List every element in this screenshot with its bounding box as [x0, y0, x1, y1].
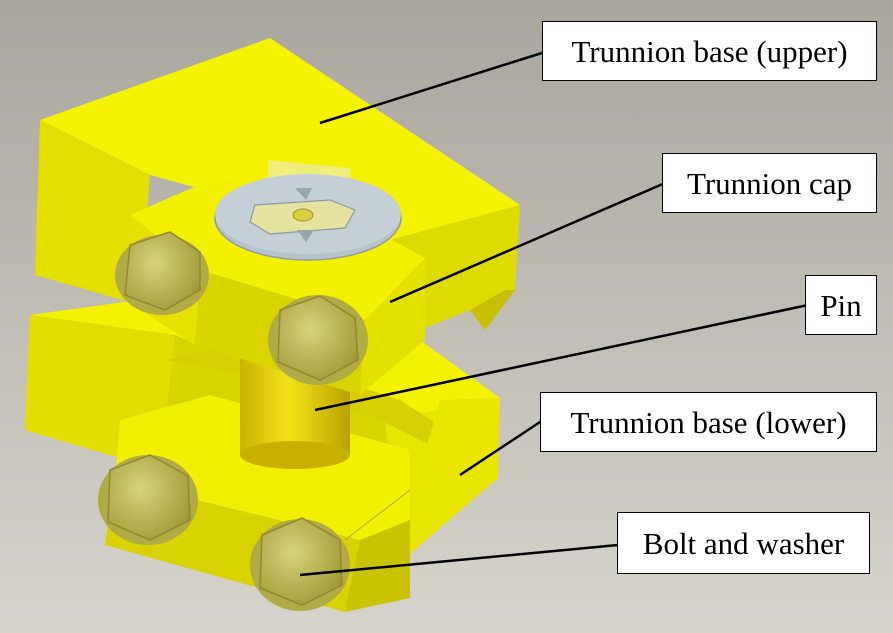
lock-plate [214, 174, 402, 261]
bolt-upper-left [115, 231, 209, 315]
leader-cap [389, 181, 666, 304]
label-trunnion-base-lower: Trunnion base (lower) [540, 392, 877, 452]
leader-lines [299, 50, 809, 577]
leader-bolt [299, 543, 619, 577]
bolt-upper-right [268, 295, 368, 385]
bolt-lower-right [250, 517, 350, 611]
leader-lower-base [459, 418, 544, 477]
leader-pin [314, 303, 809, 412]
label-bolt-and-washer: Bolt and washer [617, 512, 870, 574]
label-pin: Pin [805, 275, 877, 335]
label-trunnion-base-upper: Trunnion base (upper) [542, 21, 877, 81]
label-trunnion-cap: Trunnion cap [662, 153, 877, 213]
bolt-lower-left [98, 454, 198, 545]
leader-upper-base [319, 50, 546, 125]
